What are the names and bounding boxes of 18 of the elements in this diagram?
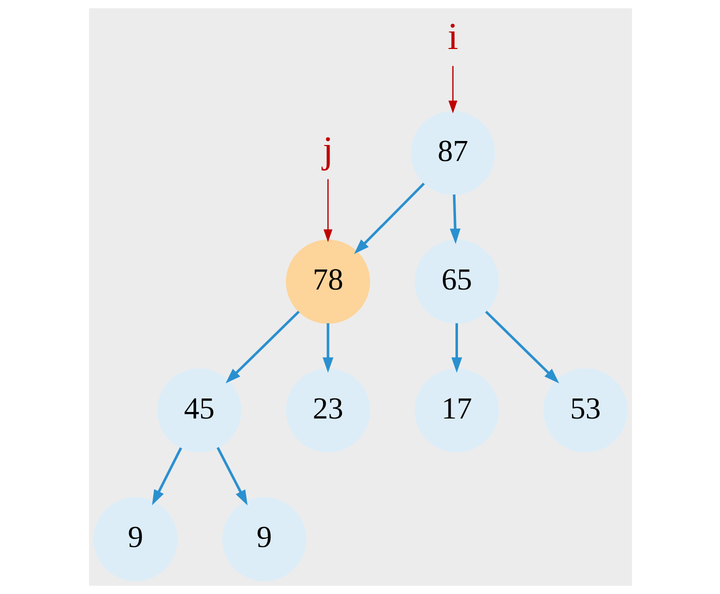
node-circle: 17	[414, 368, 498, 452]
node-circle: 65	[414, 240, 498, 324]
arrow	[450, 323, 462, 373]
arrow	[354, 182, 424, 254]
arrow	[484, 310, 559, 384]
arrow	[216, 446, 248, 506]
arrow	[448, 66, 457, 114]
arrow	[449, 194, 460, 244]
arrow	[323, 179, 332, 242]
node-circle: 9	[222, 497, 306, 582]
node-text: j	[322, 130, 333, 172]
arrow	[322, 323, 333, 373]
node-circle: 87	[410, 110, 494, 196]
arrow	[152, 447, 182, 506]
node-circle: 9	[92, 497, 178, 582]
node-text: i	[447, 16, 458, 58]
node-circle: 23	[285, 368, 370, 452]
arrow	[225, 310, 300, 384]
